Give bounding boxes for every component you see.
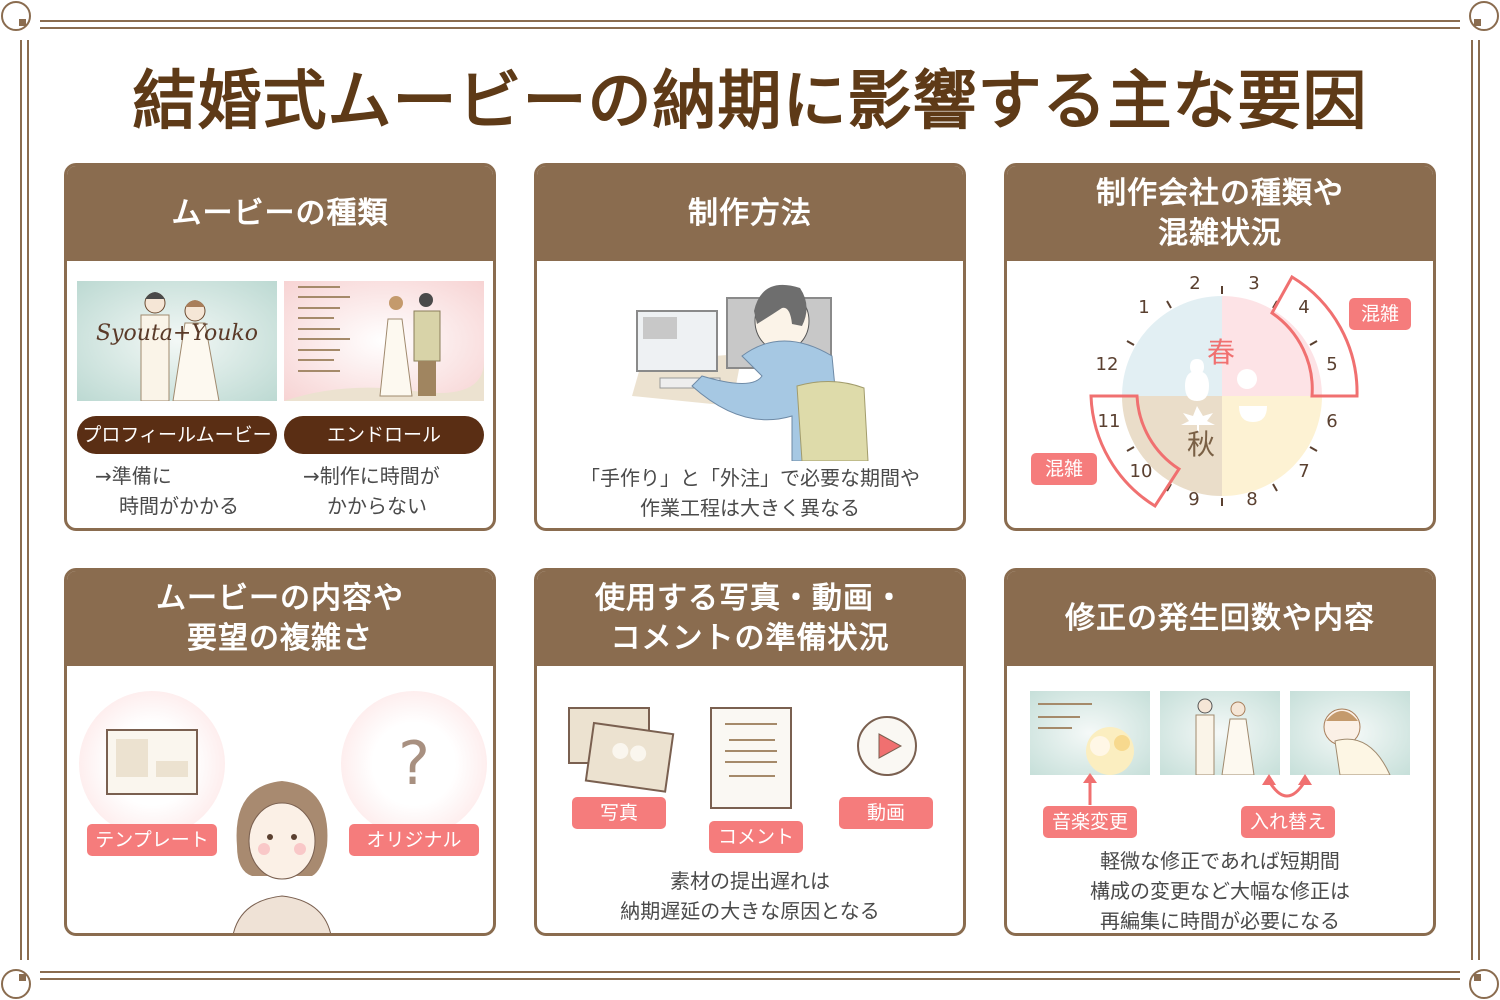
month-label: 6 (1326, 411, 1338, 432)
month-label: 2 (1189, 273, 1201, 294)
revision-thumb-couple (1160, 691, 1280, 775)
photo-tag: 写真 (572, 797, 666, 829)
outer-frame (20, 20, 1480, 980)
card-content-complexity: ムービーの内容や要望の複雑さ ? テンプレート オリジナル (64, 568, 496, 936)
video-play-icon (857, 716, 917, 776)
month-label: 10 (1129, 461, 1153, 482)
month-label: 12 (1095, 354, 1119, 375)
production-method-desc: 「手作り」と「外注」で必要な期間や作業工程は大きく異なる (580, 466, 920, 520)
template-icon (106, 729, 198, 795)
autumn-label: 秋 (1187, 428, 1216, 461)
original-tag: オリジナル (349, 824, 479, 856)
month-label: 4 (1298, 297, 1310, 318)
person-at-computer-illustration (632, 284, 869, 461)
endroll-desc: →制作に時間がかからない (303, 464, 440, 518)
busy-tag-autumn: 混雑 (1031, 453, 1097, 485)
card-movie-type: ムービーの種類 Syouta+Youko プロフィールムービー エンドロール →… (64, 163, 496, 531)
video-tag: 動画 (839, 797, 933, 829)
month-label: 11 (1097, 411, 1121, 432)
page-title: 結婚式ムービーの納期に影響する主な要因 (132, 65, 1368, 139)
profile-movie-desc: →準備に時間がかかる (95, 464, 239, 518)
card-revisions: 修正の発生回数や内容 音楽変更 入れ替え 軽微な修正であれば短期間構成の変更など… (1004, 568, 1436, 936)
inner-frame (27, 27, 1473, 973)
card-title: 制作会社の種類や混雑状況 (1007, 166, 1433, 261)
month-label: 8 (1246, 489, 1258, 510)
comment-tag: コメント (709, 821, 803, 853)
music-change-tag: 音楽変更 (1043, 806, 1137, 838)
card-materials-preparation: 使用する写真・動画・コメントの準備状況 写真 コメント 動画 素材の提出遅れは納… (534, 568, 966, 936)
template-tag: テンプレート (87, 824, 217, 856)
card-title: 制作方法 (537, 166, 963, 261)
month-label: 3 (1248, 273, 1260, 294)
month-label: 7 (1298, 461, 1310, 482)
card-title: 使用する写真・動画・コメントの準備状況 (537, 571, 963, 666)
month-label: 9 (1188, 489, 1200, 510)
seasonal-clock-chart (1089, 274, 1359, 509)
revisions-desc: 軽微な修正であれば短期間構成の変更など大幅な修正は再編集に時間が必要になる (1090, 849, 1350, 933)
question-bubble: ? (341, 691, 487, 837)
profile-movie-pill: プロフィールムービー (77, 416, 277, 454)
revision-arrows (1083, 773, 1312, 805)
reorder-tag: 入れ替え (1241, 806, 1335, 838)
endroll-pill: エンドロール (284, 416, 484, 454)
busy-tag-spring: 混雑 (1349, 298, 1411, 330)
card-title: ムービーの内容や要望の複雑さ (67, 571, 493, 666)
profile-movie-thumbnail: Syouta+Youko (77, 281, 277, 401)
card-production-method: 制作方法 「手作り」と「外注」で必要な期間や作業工程は大きく異なる (534, 163, 966, 531)
card-title: 修正の発生回数や内容 (1007, 571, 1433, 666)
card-title: ムービーの種類 (67, 166, 493, 261)
materials-desc: 素材の提出遅れは納期遅延の大きな原因となる (620, 869, 880, 923)
endroll-thumbnail (284, 281, 484, 401)
revision-thumb-baby (1290, 691, 1410, 775)
month-label: 5 (1326, 354, 1338, 375)
template-bubble (79, 691, 225, 837)
month-label: 1 (1138, 297, 1150, 318)
comment-document-icon (710, 707, 792, 809)
frame-corner-ornament (1460, 1, 1499, 40)
frame-corner-ornament (1460, 960, 1499, 999)
spring-label: 春 (1207, 336, 1236, 369)
revision-thumb-bouquet (1030, 691, 1150, 775)
photos-icon (568, 707, 675, 793)
frame-corner-ornament (1, 1, 40, 40)
couple-name-script: Syouta+Youko (96, 321, 258, 346)
worried-woman-illustration (233, 781, 331, 933)
frame-corner-ornament (1, 960, 40, 999)
